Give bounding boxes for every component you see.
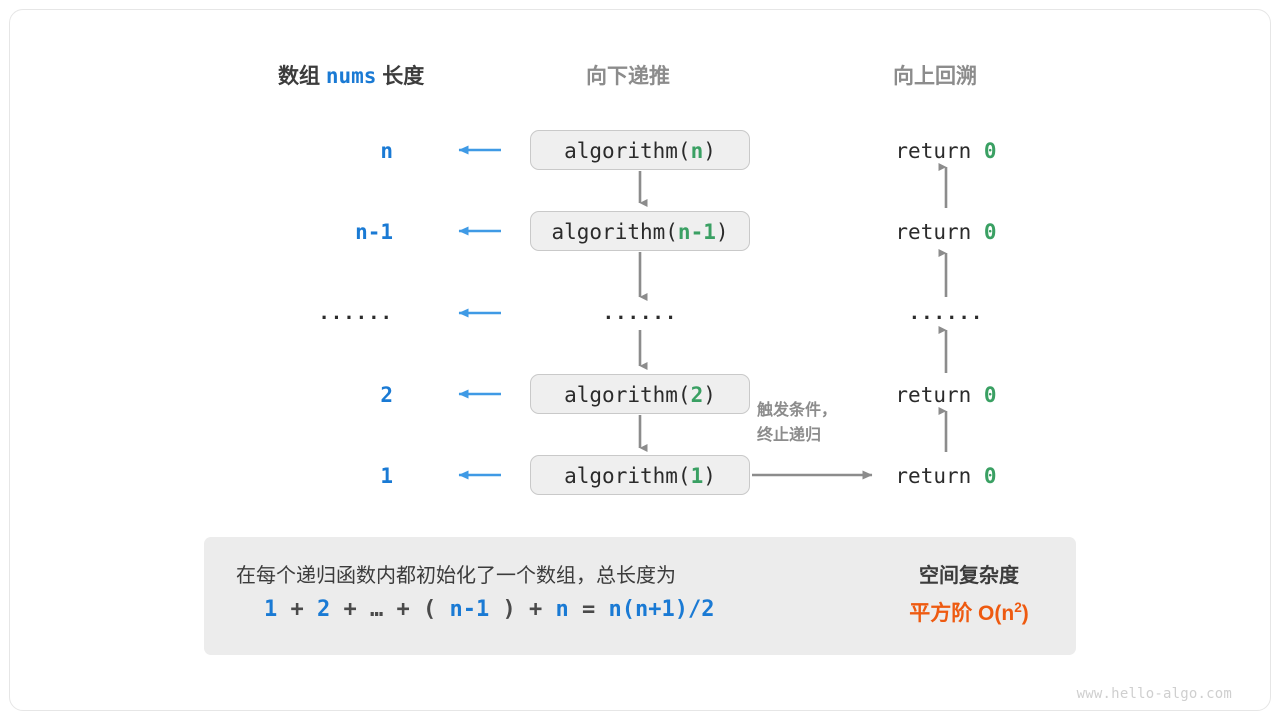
return-value-1: 0 <box>983 220 997 244</box>
call-box-4[interactable]: algorithm(1) <box>530 455 750 495</box>
return-label-3: return 0 <box>866 383 1026 407</box>
summary-right-title: 空间复杂度 <box>919 565 1019 587</box>
call-box-0-arg: n <box>690 139 704 163</box>
return-value-0: 0 <box>983 139 997 163</box>
formula-token-7: n-1 <box>449 597 490 622</box>
call-box-4-prefix: algorithm( <box>564 464 691 488</box>
length-label-4: 1 <box>380 464 393 488</box>
formula-token-6: ( <box>423 597 437 622</box>
call-box-3[interactable]: algorithm(2) <box>530 374 750 414</box>
header-left-code: nums <box>325 64 377 88</box>
header-middle: 向下递推 <box>586 65 670 88</box>
summary-formula: 1 + 2 + … + ( n-1 ) + n = n(n+1)/2 <box>264 597 714 622</box>
formula-token-9: + <box>529 597 543 622</box>
call-box-ellipsis: ······ <box>602 307 678 329</box>
formula-token-12: n(n+1)/2 <box>608 597 715 622</box>
formula-token-8: ) <box>502 597 516 622</box>
return-keyword-0: return <box>895 139 972 163</box>
return-value-3: 0 <box>983 383 997 407</box>
call-box-1-prefix: algorithm( <box>551 220 678 244</box>
formula-token-10: n <box>555 597 569 622</box>
length-label-ellipsis: ······ <box>318 307 393 329</box>
complexity-suffix: ) <box>1021 602 1029 625</box>
return-keyword-4: return <box>895 464 972 488</box>
return-keyword-1: return <box>895 220 972 244</box>
watermark: www.hello-algo.com <box>1076 686 1232 702</box>
summary-text: 在每个递归函数内都初始化了一个数组，总长度为 <box>236 565 676 587</box>
formula-token-4: … <box>370 597 384 622</box>
formula-token-0: 1 <box>264 597 278 622</box>
formula-token-2: 2 <box>317 597 331 622</box>
length-label-0: n <box>380 139 393 163</box>
call-box-0[interactable]: algorithm(n) <box>530 130 750 170</box>
call-box-4-arg: 1 <box>690 464 704 488</box>
return-label-4: return 0 <box>866 464 1026 488</box>
summary-panel: 在每个递归函数内都初始化了一个数组，总长度为 1 + 2 + … + ( n-1… <box>204 537 1076 655</box>
header-left-prefix: 数组 <box>278 65 320 88</box>
call-box-1-arg: n-1 <box>677 220 716 244</box>
summary-right-value: 平方阶 O(n2) <box>859 597 1079 627</box>
formula-token-3: + <box>343 597 357 622</box>
call-box-3-suffix: ) <box>703 383 716 407</box>
call-box-1-suffix: ) <box>715 220 729 244</box>
return-label-1: return 0 <box>866 220 1026 244</box>
call-box-4-suffix: ) <box>703 464 716 488</box>
complexity-prefix: 平方阶 O(n <box>909 602 1015 625</box>
header-left: 数组 nums 长度 <box>278 60 424 90</box>
base-case-note-line2: 终止递归 <box>757 427 822 444</box>
return-label-ellipsis: ······ <box>908 307 984 329</box>
formula-token-1: + <box>290 597 304 622</box>
header-left-suffix: 长度 <box>382 65 425 88</box>
call-box-0-suffix: ) <box>703 139 716 163</box>
base-case-note-line1: 触发条件， <box>757 402 838 419</box>
header-right: 向上回溯 <box>893 65 977 88</box>
complexity-exponent: 2 <box>1014 600 1022 615</box>
call-box-3-arg: 2 <box>690 383 704 407</box>
formula-token-5: + <box>396 597 410 622</box>
call-box-3-prefix: algorithm( <box>564 383 691 407</box>
call-box-1[interactable]: algorithm(n-1) <box>530 211 750 251</box>
return-label-0: return 0 <box>866 139 1026 163</box>
return-keyword-3: return <box>895 383 972 407</box>
call-box-0-prefix: algorithm( <box>564 139 691 163</box>
base-case-note: 触发条件， 终止递归 <box>757 398 837 448</box>
length-label-3: 2 <box>380 383 393 407</box>
length-label-1: n-1 <box>355 220 393 244</box>
return-value-4: 0 <box>983 464 997 488</box>
formula-token-11: = <box>582 597 596 622</box>
